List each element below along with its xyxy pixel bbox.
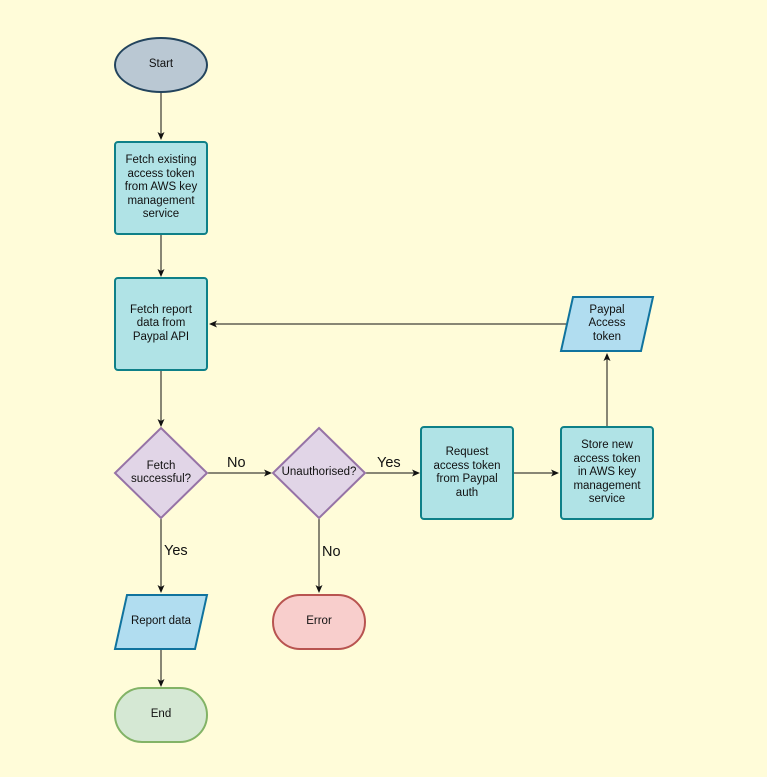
unauthorised-diamond [271,426,367,520]
report-data-label: Report data [130,615,192,628]
store-token-label: Store new access token in AWS key manage… [573,439,641,506]
edge-label-unauth-no: No [320,544,343,560]
report-data-node: Report data [113,594,209,650]
edge-label-fetch-yes: Yes [162,543,190,559]
fetch-successful-label: Fetch successful? [130,459,192,486]
start-node: Start [114,37,208,93]
edge-label-fetch-no: No [225,455,248,471]
request-token-label: Request access token from Paypal auth [433,446,501,499]
paypal-token-parallelogram [559,296,655,352]
fetch-token-process: Fetch existing access token from AWS key… [114,141,208,235]
error-node: Error [272,594,366,650]
report-data-parallelogram [113,594,209,650]
edge-label-unauth-yes: Yes [375,455,403,471]
store-token-process: Store new access token in AWS key manage… [560,426,654,520]
fetch-report-label: Fetch report data from Paypal API [130,303,192,343]
fetch-successful-diamond [113,426,209,520]
request-token-process: Request access token from Paypal auth [420,426,514,520]
paypal-token-label: Paypal Access token [588,303,626,343]
error-label: Error [306,615,332,628]
paypal-token-data: Paypal Access token [559,296,655,352]
fetch-token-label: Fetch existing access token from AWS key… [124,154,198,221]
unauthorised-label: Unauthorised? [281,466,357,479]
fetch-report-process: Fetch report data from Paypal API [114,277,208,371]
fetch-successful-decision: Fetch successful? [113,426,209,520]
end-label: End [150,708,172,721]
start-label: Start [148,58,174,71]
end-node: End [114,687,208,743]
unauthorised-decision: Unauthorised? [271,426,367,520]
